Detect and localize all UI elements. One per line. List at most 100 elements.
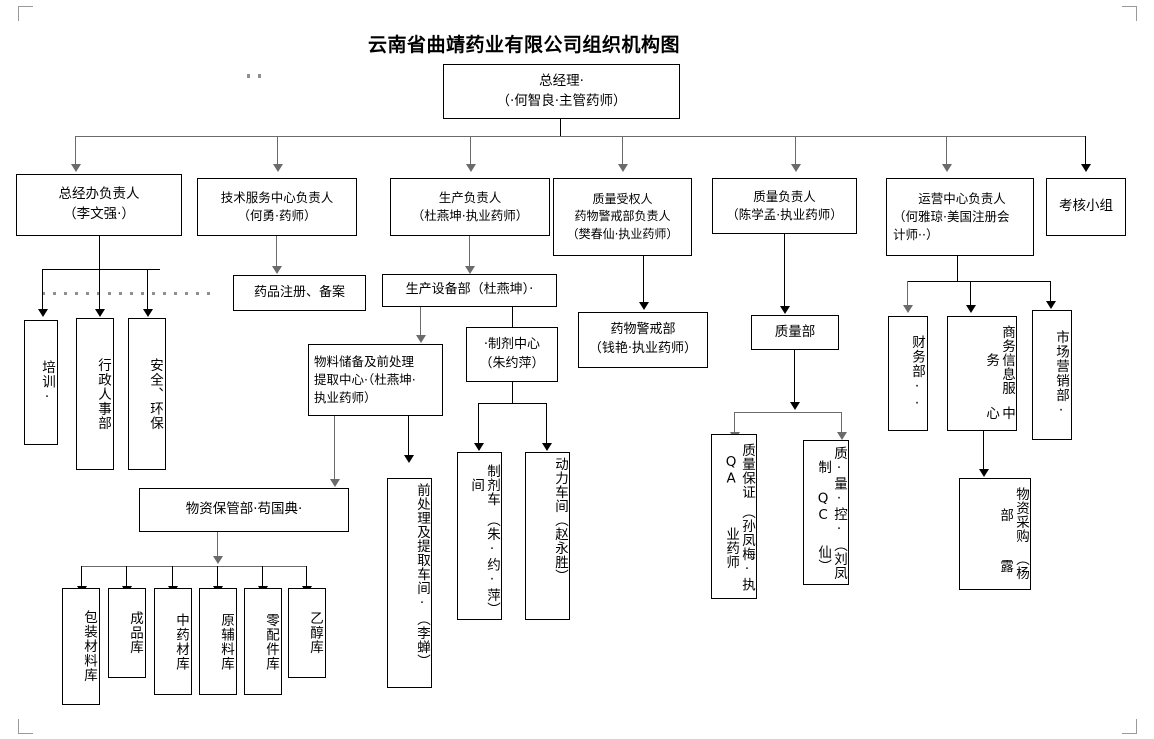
connector-to-qa [734,412,736,434]
connector-warehouse-bus [81,566,307,568]
node-safety-environment[interactable]: 安全、环保 [128,318,166,470]
arrow-bizinfo [966,305,976,313]
node-warehouse-spare-parts[interactable]: 零配件库 [244,588,282,695]
connector-wh-packaging [81,566,83,588]
node-quality-dept[interactable]: 质量部 [751,315,839,350]
dotted-guide-line [42,292,210,295]
node-warehouse-tcm-label: 中药材库 [173,612,189,671]
connector-custody-stem [217,532,219,560]
connector-main-bus [75,136,1085,138]
node-pretreatment-workshop[interactable]: 前处理及提取车间· （李蝉） [387,478,432,688]
node-quality-assurance-col1: 质量保证QA [723,442,755,499]
node-training-label: 培训· [39,359,55,406]
node-general-manager[interactable]: 总经理· （·何智良·主管药师） [443,64,680,119]
node-operations-head-line2: （何雅琼·美国注册会 [893,208,1010,224]
connector-drop-ops [946,136,948,166]
node-business-info-service-center[interactable]: 商务信息服务 中心 [947,316,1017,431]
connector-office-to-training [42,269,44,311]
node-quality-assurance[interactable]: 质量保证QA （孙凤梅·执业药师 [711,434,757,599]
corner-mark-bottom-left [18,719,33,734]
node-safety-environment-label: 安全、环保 [147,357,163,431]
node-training[interactable]: 培训· [24,320,58,445]
node-warehouse-finished[interactable]: 成品库 [108,588,146,678]
node-warehouse-packaging[interactable]: 包装材料库 [62,588,100,705]
node-finance-dept[interactable]: 财务部·· [888,316,928,431]
node-warehouse-raw-material[interactable]: 原辅料库 [199,588,237,695]
node-procurement-dept-col2: （杨露 [997,551,1029,580]
connector-material-to-custody [334,416,336,481]
connector-to-qc [841,412,843,434]
node-preparation-workshop-col1: 制剂车间 [468,463,500,506]
node-warehouse-ethanol[interactable]: 乙醇库 [288,588,326,678]
arrow-quality-dept [780,306,790,314]
connector-wh-spare [262,566,264,588]
arrow-finance [903,305,913,313]
node-quality-head[interactable]: 质量负责人 （陈学孟·执业药师） [712,178,857,234]
connector-wh-raw [217,566,219,588]
node-general-manager-line1: 总经理· [539,72,584,89]
node-operations-head[interactable]: 运营中心负责人 （何雅琼·美国注册会 计师··） [886,178,1034,256]
node-marketing-dept[interactable]: 市场营销部· [1032,310,1072,440]
connector-prepcenter-to-prepws [478,403,480,445]
node-quality-assurance-col2: （孙凤梅·执业药师 [723,504,755,592]
connector-prepcenter-stem [512,382,514,404]
node-warehouse-tcm[interactable]: 中药材库 [154,588,192,695]
node-drug-registration[interactable]: 药品注册、备案 [233,275,366,311]
node-quality-head-line1: 质量负责人 [753,188,816,204]
node-pharmacovigilance-dept[interactable]: 药物警戒部 （钱艳·执业药师） [578,312,708,368]
node-tech-service-head-line2: （何勇·药师） [237,208,317,223]
node-pretreatment-workshop-col2: （李蝉） [414,611,430,668]
connector-wh-tcm [172,566,174,588]
arrow-qp [618,164,628,172]
arrow-qc [837,432,847,440]
arrow-prod [466,164,476,172]
arrow-hr [95,309,105,317]
connector-drop-assess [1085,136,1087,166]
arrow-marketing [1046,301,1056,309]
arrow-procurement [979,469,989,477]
connector-prodequip-to-prepcenter [512,307,514,337]
node-material-storage-center-line2: 提取中心·（杜燕坤· [314,371,416,387]
node-tech-service-head[interactable]: 技术服务中心负责人 （何勇·药师） [197,178,357,236]
node-hr-admin[interactable]: 行政人事部 [76,318,114,470]
node-material-custody-dept[interactable]: 物资保管部·苟国典· [139,488,349,532]
connector-quality-children-bus [734,412,842,414]
connector-ops-stem [957,256,959,282]
node-qualified-person-line2: 药物警戒部负责人 [574,209,671,224]
node-office-head-line2: （李文强·） [63,206,135,222]
node-business-info-service-center-col1: 商务信息服务 [983,325,1015,396]
arrow-material-store [416,335,426,343]
node-office-head[interactable]: 总经办负责人 （李文强·） [16,174,182,236]
connector-prepcenter-to-powerws [546,403,548,445]
connector-ops-to-bizinfo [970,281,972,307]
connector-wh-ethanol [306,566,308,588]
node-quality-control-col1: 质·量·控·制 QC [815,445,847,538]
node-assessment-group[interactable]: 考核小组 [1046,178,1126,236]
node-warehouse-raw-material-label: 原辅料库 [218,612,234,671]
corner-mark-bottom-right [1122,719,1137,734]
node-power-workshop[interactable]: 动力车间 （赵永胜） [525,452,570,620]
connector-quality-stem [784,234,786,308]
node-preparation-center[interactable]: ·制剂中心 （朱约萍） [466,327,558,382]
node-pharmacovigilance-dept-line1: 药物警戒部 [610,322,676,338]
node-production-head[interactable]: 生产负责人 （杜燕坤·执业药师） [390,178,550,236]
node-material-storage-center-line3: 执业药师） [314,390,377,406]
arrow-office [71,164,81,172]
node-quality-control[interactable]: 质·量·控·制 QC （刘凤仙） [803,440,849,585]
node-procurement-dept[interactable]: 物资采购部 （杨露 [959,478,1031,590]
node-quality-dept-label: 质量部 [774,323,816,340]
connector-drop-tech [277,136,279,166]
node-material-storage-center[interactable]: 物料储备及前处理 提取中心·（杜燕坤· 执业药师） [308,344,443,416]
node-production-equipment-dept[interactable]: 生产设备部（杜燕坤）· [382,274,557,307]
arrow-tech [273,164,283,172]
connector-office-bus [42,269,160,271]
node-power-workshop-col1: 动力车间 [552,457,568,513]
node-procurement-dept-col1: 物资采购部 [997,486,1029,543]
node-qualified-person[interactable]: 质量受权人 药物警戒部负责人 （樊春仙·执业药师） [553,178,692,256]
node-preparation-workshop[interactable]: 制剂车间 （朱·约·萍） [457,452,502,620]
connector-bizinfo-to-procurement [983,431,985,471]
node-operations-head-line1: 运营中心负责人 [918,190,1006,206]
space-marker-dot [247,74,250,78]
node-quality-control-col2: （刘凤仙） [815,538,847,580]
